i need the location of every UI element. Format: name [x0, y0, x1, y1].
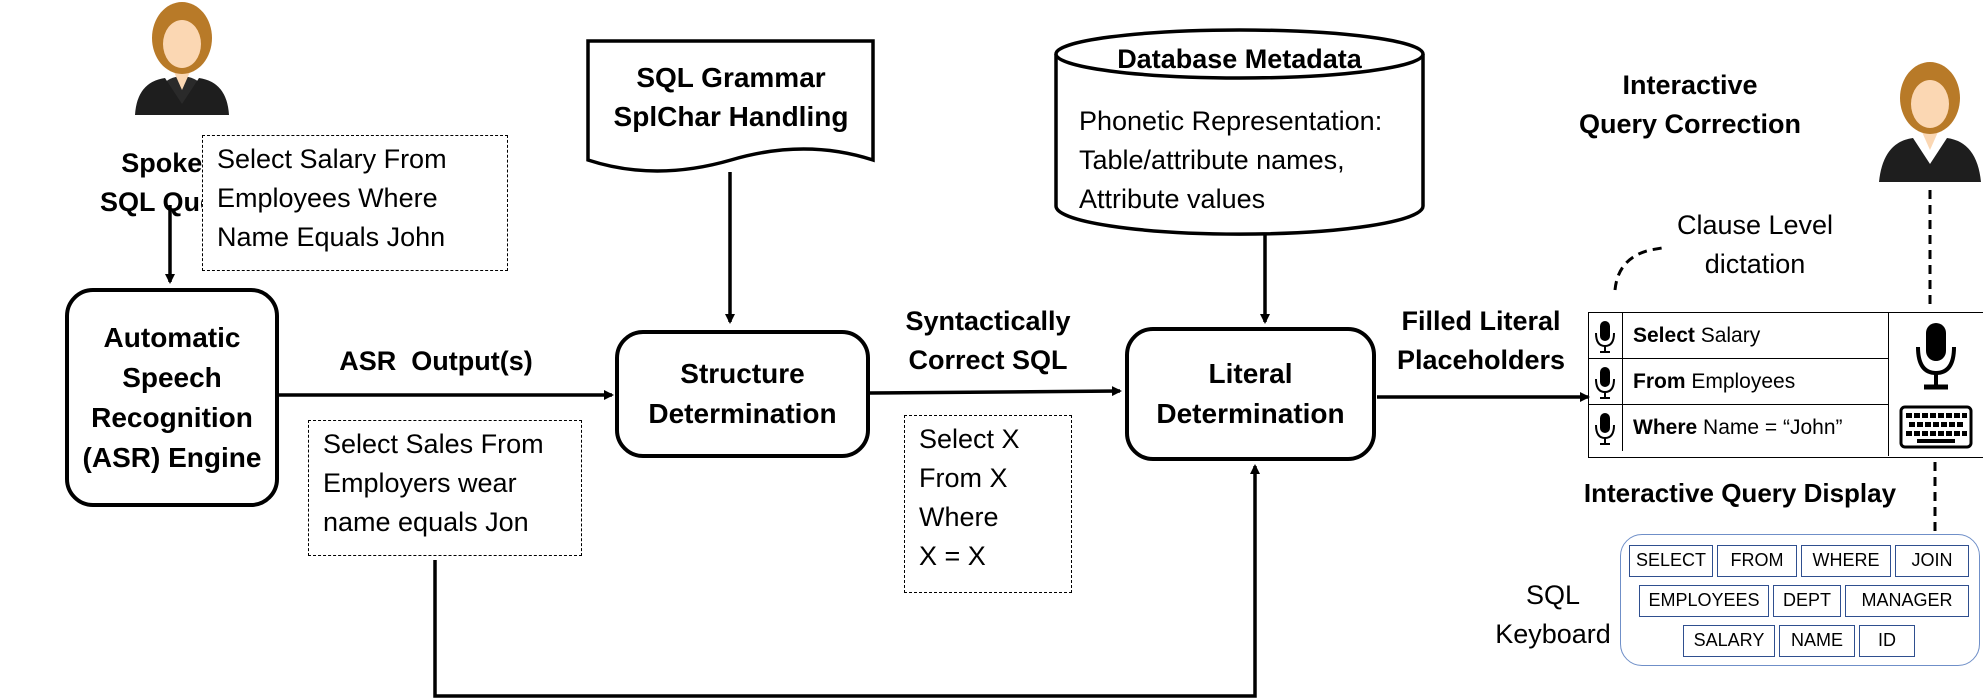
structure-determination-node: Structure Determination	[615, 330, 870, 458]
input-mode-panel	[1888, 313, 1983, 456]
asr-engine-node: Automatic Speech Recognition (ASR) Engin…	[65, 288, 279, 507]
database-title: Database Metadata	[1117, 44, 1362, 74]
key-where[interactable]: WHERE	[1801, 545, 1891, 577]
microphone-icon[interactable]	[1589, 313, 1623, 358]
clause-keyword: Select	[1633, 324, 1695, 347]
microphone-icon[interactable]	[1589, 359, 1623, 404]
microphone-icon[interactable]	[1911, 321, 1961, 393]
query-display-title: Interactive Query Display	[1583, 478, 1897, 508]
sql-grammar-document	[586, 39, 875, 173]
spoken-text-box: Select Salary From Employees Where Name …	[202, 135, 508, 271]
asr-output-label: ASR Output(s)	[339, 346, 533, 376]
sql-grammar-label: SQL Grammar SplChar Handling	[613, 62, 849, 132]
clause-value: Salary	[1694, 324, 1761, 347]
arrow-structure-to-literal	[869, 386, 1122, 397]
key-join[interactable]: JOIN	[1895, 545, 1969, 577]
key-select[interactable]: SELECT	[1629, 545, 1713, 577]
clause-keyword: Where	[1633, 416, 1698, 439]
clause-row[interactable]: Select Salary	[1589, 313, 1889, 359]
key-name[interactable]: NAME	[1779, 625, 1855, 657]
structure-output-box: Select X From X Where X = X	[904, 415, 1072, 593]
syntactically-correct-label: Syntactically Correct SQL	[905, 306, 1071, 375]
user-avatar-icon	[135, 2, 229, 115]
key-employees[interactable]: EMPLOYEES	[1639, 585, 1769, 617]
clause-row[interactable]: Where Name = “John”	[1589, 405, 1889, 451]
filled-literal-label: Filled Literal Placeholders	[1396, 306, 1566, 375]
sql-keyboard-label: SQL Keyboard	[1495, 580, 1611, 649]
microphone-icon[interactable]	[1589, 405, 1623, 451]
key-from[interactable]: FROM	[1717, 545, 1797, 577]
key-manager[interactable]: MANAGER	[1845, 585, 1969, 617]
clause-value: Employees	[1685, 370, 1796, 393]
clause-value: Name = “John”	[1697, 416, 1843, 439]
keyboard-icon[interactable]	[1899, 405, 1973, 449]
sql-keyboard: SELECT FROM WHERE JOIN EMPLOYEES DEPT MA…	[1620, 534, 1980, 666]
clause-table: Select Salary From Employees Where Name …	[1588, 312, 1983, 458]
literal-determination-node: Literal Determination	[1125, 327, 1376, 461]
key-dept[interactable]: DEPT	[1773, 585, 1841, 617]
asr-output-box: Select Sales From Employers wear name eq…	[308, 420, 582, 556]
key-salary[interactable]: SALARY	[1683, 625, 1775, 657]
interactive-correction-title: Interactive Query Correction	[1578, 70, 1802, 139]
clause-row[interactable]: From Employees	[1589, 359, 1889, 405]
clause-keyword: From	[1633, 370, 1686, 393]
database-cylinder	[1054, 28, 1425, 236]
dashed-clause-pointer	[1613, 246, 1663, 291]
database-description: Phonetic Representation: Table/attribute…	[1079, 106, 1383, 214]
key-id[interactable]: ID	[1859, 625, 1915, 657]
arrow-asr-output-feedback	[433, 464, 1260, 698]
clause-dictation-label: Clause Level dictation	[1676, 210, 1834, 279]
user-avatar-icon	[1879, 62, 1981, 182]
